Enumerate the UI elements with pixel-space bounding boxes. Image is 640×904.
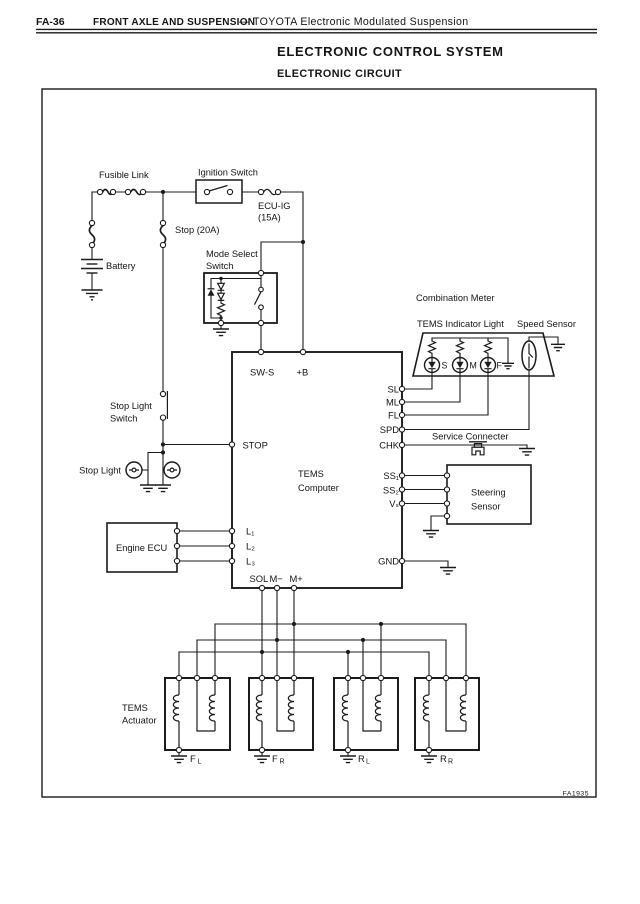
speed-sensor-symbol [521, 340, 537, 371]
pin-ss2: SS₂ [383, 484, 400, 495]
ecu-ig-label: ECU-IG [258, 201, 291, 211]
service-connecter-symbol [469, 441, 487, 456]
pin-sl: SL [388, 383, 399, 394]
tems-actuator-rl [333, 677, 399, 764]
computer-name-1: TEMS [298, 469, 324, 479]
actuator-fl-label: F [190, 753, 196, 764]
stop-light-label: Stop Light [79, 465, 121, 475]
ecu-ig-fuse-symbol [263, 188, 279, 196]
gnd-ground-icon [440, 566, 456, 575]
stop-fuse-symbol [159, 224, 167, 245]
pin-l1: L₁ [246, 525, 254, 536]
pin-fl: FL [388, 409, 399, 420]
indicator-lamp-f-icon [479, 356, 497, 374]
tems-indicator-light-label: TEMS Indicator Light [417, 319, 504, 329]
pin-gnd: GND [378, 555, 399, 566]
check-ground-icon [519, 447, 535, 456]
figure-code: FA1935 [563, 791, 589, 798]
wires [91, 191, 559, 676]
pin-chk: CHK [379, 439, 400, 450]
actuator-rl-sub: L [366, 759, 370, 766]
section-subtitle: — TOYOTA Electronic Modulated Suspension [239, 16, 469, 28]
speed-sensor-ground-icon [551, 343, 565, 352]
steering-sensor-label-1: Steering [471, 488, 506, 498]
battery-label: Battery [106, 261, 136, 271]
tems-computer-box [231, 351, 403, 589]
service-connecter-label: Service Connecter [432, 432, 508, 442]
pin-l3: L₃ [246, 555, 255, 566]
computer-pin-labels: SW-S +B SL ML FL SPD CHK SS₁ SS₂ Vₛ GND … [243, 367, 400, 584]
actuator-fr-label: F [272, 753, 278, 764]
section-title: FRONT AXLE AND SUSPENSION [93, 17, 255, 28]
computer-name-2: Computer [298, 483, 339, 493]
tems-actuator-fl [164, 677, 231, 764]
stop-light-switch-label-1: Stop Light [110, 401, 152, 411]
actuator-position-labels: F L F R R L R R [190, 753, 453, 766]
pin-sol: SOL [250, 573, 269, 584]
ignition-switch-symbol [195, 179, 243, 204]
diagram-frame [41, 88, 597, 798]
lamp-f-label: F [497, 361, 503, 371]
pin-ss1: SS₁ [383, 470, 399, 481]
junction-dots [160, 189, 384, 655]
pin-m-minus: M− [270, 573, 284, 584]
combination-meter-label: Combination Meter [416, 293, 495, 303]
stop-light-ground-icons [140, 484, 171, 493]
battery-ground-icon [81, 289, 103, 301]
mode-select-ground-icon [213, 328, 229, 337]
actuator-rr-sub: R [448, 759, 453, 766]
ignition-switch-label: Ignition Switch [198, 168, 258, 178]
pin-plus-b: +B [297, 367, 309, 378]
indicator-ground-icon [502, 362, 514, 370]
pin-m-plus: M+ [290, 573, 304, 584]
steering-ground-icon [423, 529, 439, 538]
tems-actuator-fr [248, 677, 314, 764]
fusible-link-symbols [88, 188, 144, 245]
pin-vs: Vₛ [389, 498, 399, 509]
tems-actuator-label-1: TEMS [122, 703, 148, 713]
steering-sensor-box [446, 464, 532, 525]
speed-sensor-label: Speed Sensor [517, 319, 576, 329]
fusible-link-label: Fusible Link [99, 170, 149, 180]
mode-select-label-2: Switch [206, 261, 233, 271]
indicator-lamp-s-icon [423, 356, 441, 374]
tems-indicator-lamps [423, 338, 514, 374]
pin-spd: SPD [380, 424, 400, 435]
actuator-rr-label: R [440, 753, 447, 764]
page-header: FA-36 FRONT AXLE AND SUSPENSION — TOYOTA… [36, 16, 597, 34]
tems-actuator-label-2: Actuator [122, 716, 157, 726]
header-rule [36, 28, 597, 34]
mode-select-label-1: Mode Select [206, 249, 258, 259]
pin-sw-s: SW-S [250, 367, 274, 378]
stop-fuse-label: Stop (20A) [175, 225, 219, 235]
combination-meter-outline [411, 332, 556, 377]
actuator-fl-sub: L [198, 759, 202, 766]
stop-light-switch-label-2: Switch [110, 414, 137, 424]
page-code: FA-36 [36, 16, 65, 28]
page-title: ELECTRONIC CONTROL SYSTEM [277, 44, 504, 59]
tems-actuator-rr [414, 677, 480, 764]
steering-sensor-label-2: Sensor [471, 502, 500, 512]
stop-light-bulb-icon [125, 461, 181, 479]
lamp-m-label: M [470, 361, 477, 371]
actuator-fr-sub: R [280, 759, 285, 766]
pin-stop: STOP [243, 439, 268, 450]
pin-l2: L₂ [246, 540, 255, 551]
lamp-s-label: S [442, 361, 448, 371]
pin-ml: ML [386, 396, 399, 407]
ecu-ig-amp-label: (15A) [258, 213, 281, 223]
engine-ecu-label: Engine ECU [116, 543, 167, 553]
page-subtitle: ELECTRONIC CIRCUIT [277, 68, 402, 80]
battery-symbol [81, 258, 103, 274]
mode-select-switch-symbol [203, 272, 278, 324]
indicator-lamp-m-icon [451, 356, 469, 374]
actuator-rl-label: R [358, 753, 365, 764]
terminal-circles [88, 188, 470, 754]
